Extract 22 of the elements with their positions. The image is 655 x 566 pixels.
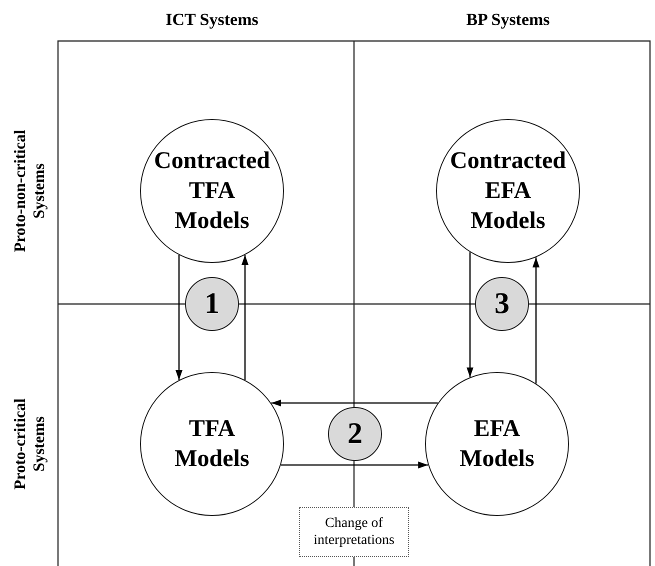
note-box	[299, 507, 409, 557]
row-heading: Proto-critical Systems	[11, 397, 49, 492]
note-text: Change of interpretations	[312, 515, 396, 549]
model-name: Contracted EFA Models	[449, 147, 567, 236]
step-number: 3	[494, 287, 510, 321]
row-heading: Proto-non-critical Systems	[11, 128, 49, 254]
step-number-circle	[475, 277, 529, 331]
step-number: 2	[346, 417, 364, 451]
arrow	[466, 252, 474, 378]
model-name: TFA Models	[174, 415, 250, 474]
model-name: EFA Models	[458, 415, 536, 474]
arrow	[280, 462, 428, 468]
column-heading: BP Systems	[466, 10, 550, 30]
arrow	[242, 255, 248, 380]
arrow	[532, 257, 540, 384]
arrow	[271, 400, 438, 406]
step-number: 1	[204, 287, 220, 321]
step-number-circle	[328, 407, 382, 461]
model-name: Contracted TFA Models	[153, 147, 271, 236]
step-number-circle	[185, 277, 239, 331]
column-heading: ICT Systems	[166, 10, 258, 30]
arrow	[176, 255, 182, 380]
